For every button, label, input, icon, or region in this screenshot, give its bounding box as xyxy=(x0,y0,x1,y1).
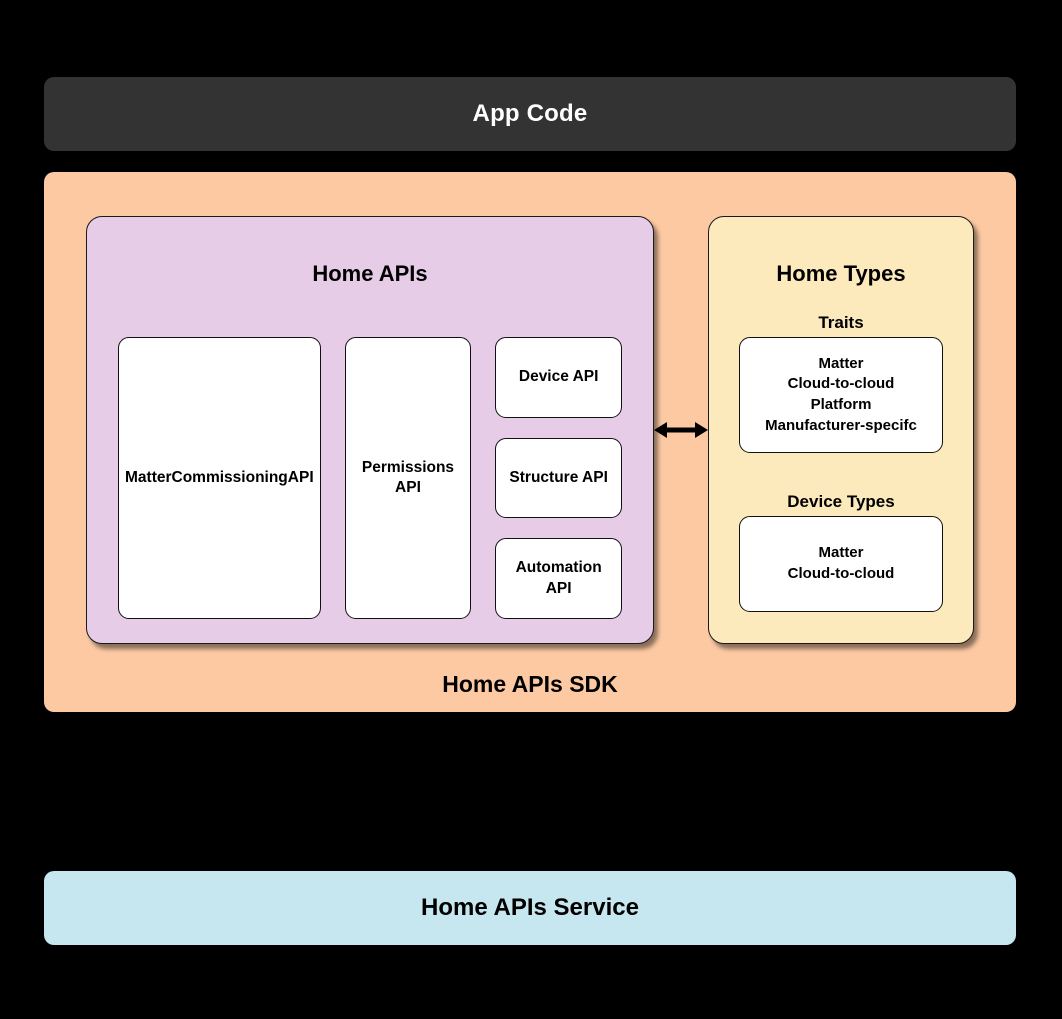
text-line: Commissioning xyxy=(171,468,288,486)
home-types-title: Home Types xyxy=(776,261,906,286)
home-apis-service-label: Home APIs Service xyxy=(421,894,639,921)
text-line: Automation API xyxy=(515,559,602,597)
text-line: Platform xyxy=(810,396,872,413)
text-line: API xyxy=(287,468,314,486)
home-apis-sdk-label: Home APIs SDK xyxy=(442,671,618,697)
text-line: Matter xyxy=(818,544,864,562)
text-line: Matter xyxy=(818,354,864,372)
text-line: Device API xyxy=(518,368,599,386)
text-line: Cloud-to-cloud xyxy=(787,375,895,393)
arrow-both-icon xyxy=(654,422,708,438)
api-column-2: Permissions API xyxy=(344,337,472,619)
bidirectional-arrow-icon xyxy=(654,408,708,452)
automation-api-card[interactable]: Automation API xyxy=(495,538,622,620)
text-line: Matter xyxy=(125,468,172,486)
text-line: Permissions API xyxy=(361,458,455,496)
text-line: Manufacturer-specifc xyxy=(765,416,917,434)
home-apis-title: Home APIs xyxy=(312,261,428,286)
api-column-3: Device API Structure API Automation API xyxy=(495,337,622,620)
app-code-label: App Code xyxy=(472,100,588,127)
device-types-title: Device Types xyxy=(787,492,895,511)
structure-api-card[interactable]: Structure API xyxy=(495,437,622,519)
home-apis-service-block: Home APIs Service xyxy=(44,871,1016,945)
app-code-block: App Code xyxy=(44,77,1016,151)
text-line: Structure API xyxy=(509,468,608,486)
permissions-api-card[interactable]: Permissions API xyxy=(344,337,472,619)
device-api-card[interactable]: Device API xyxy=(495,337,622,418)
text-line: Cloud-to-cloud xyxy=(787,565,895,582)
traits-title: Traits xyxy=(818,313,864,332)
